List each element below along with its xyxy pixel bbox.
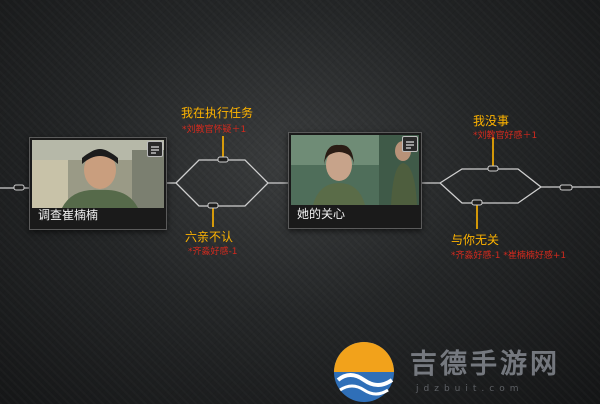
node-label: 她的关心 xyxy=(297,207,346,221)
path-node-marker xyxy=(207,202,219,209)
watermark-text: 吉德手游网 xyxy=(410,349,560,380)
node-label: 调查崔楠楠 xyxy=(38,208,99,222)
branch2-hexagon xyxy=(438,168,543,204)
watermark-url: jdzbuit.com xyxy=(416,384,524,394)
choice-effect: *齐淼好感-1 xyxy=(188,247,238,257)
choice-option[interactable]: 我没事 xyxy=(473,114,510,128)
choice-option[interactable]: 六亲不认 xyxy=(185,230,234,244)
path-node-marker xyxy=(487,165,499,172)
scene-thumbnail-boy xyxy=(32,140,164,208)
scene-card-icon xyxy=(147,141,163,157)
story-node-1[interactable]: 调查崔楠楠 xyxy=(29,137,167,230)
scene-thumbnail-girl xyxy=(291,135,419,205)
scene-card-icon xyxy=(402,136,418,152)
choice-effect: *刘教官怀疑＋1 xyxy=(182,125,247,135)
path-node-marker xyxy=(13,184,25,191)
choice-effect: *刘教官好感＋1 xyxy=(473,131,538,141)
choice-option[interactable]: 与你无关 xyxy=(451,233,500,247)
site-logo-icon xyxy=(334,342,394,402)
path-node-marker xyxy=(471,199,483,206)
branch1-hexagon xyxy=(175,159,269,207)
story-node-2[interactable]: 她的关心 xyxy=(288,132,422,229)
path-node-marker xyxy=(559,184,573,191)
choice-effect: *齐淼好感-1 *崔楠楠好感+1 xyxy=(451,251,567,261)
path-node-marker xyxy=(217,156,229,163)
choice-option[interactable]: 我在执行任务 xyxy=(181,106,254,120)
